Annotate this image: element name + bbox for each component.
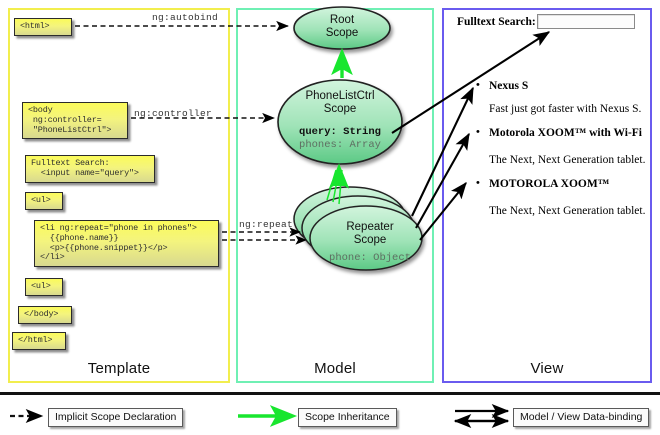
view-search-input[interactable] [537,14,635,29]
view-item-name-1: Motorola XOOM™ with Wi-Fi [476,126,642,139]
template-box-body-open: <body ng:controller= "PhoneListCtrl"> [22,102,128,140]
view-item-snippet-1: The Next, Next Generation tablet. [489,154,646,166]
legend-glyph-databinding [453,403,510,429]
connector-label-repeat: ng:repeat [239,219,294,230]
connector-label-controller: ng:controller [134,108,213,119]
column-view [442,8,652,383]
template-box-search: Fulltext Search: <input name="query"> [25,155,155,183]
view-search-label: Fulltext Search: [457,16,536,28]
column-label-view: View [530,360,564,377]
view-item-snippet-2: The Next, Next Generation tablet. [489,205,646,217]
template-box-body-close: </body> [18,306,72,324]
template-box-li-repeat: <li ng:repeat="phone in phones"> {{phone… [34,220,219,268]
legend-divider [0,392,660,395]
column-label-model: Model [314,360,356,377]
column-model [236,8,434,383]
view-item-name-0: Nexus S [476,79,528,92]
template-box-html-close: </html> [12,332,66,350]
connector-label-autobind: ng:autobind [152,12,219,23]
view-item-snippet-0: Fast just got faster with Nexus S. [489,103,642,115]
legend-label-scope-inheritance: Scope Inheritance [298,408,397,427]
legend-label-implicit-scope-declaration: Implicit Scope Declaration [48,408,184,427]
template-box-ul-close: <ul> [25,278,63,296]
column-label-template: Template [87,360,151,377]
view-item-name-2: MOTOROLA XOOM™ [476,177,609,190]
legend-label-model-view-data-binding: Model / View Data-binding [513,408,650,427]
template-box-html-open: <html> [14,18,72,36]
template-box-ul-open: <ul> [25,192,63,210]
